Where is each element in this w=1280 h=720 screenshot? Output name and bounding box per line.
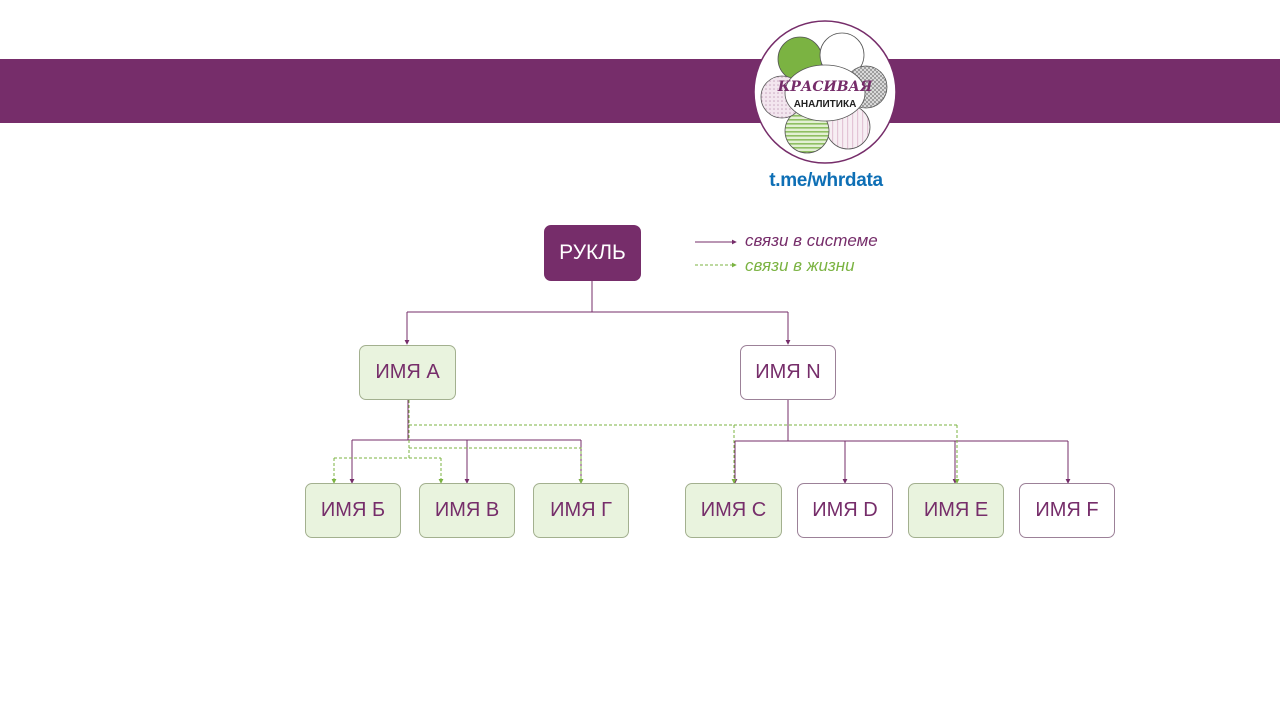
node-root[interactable]: РУКЛЬ: [544, 225, 641, 281]
node-e[interactable]: ИМЯ Е: [908, 483, 1004, 538]
node-f[interactable]: ИМЯ F: [1019, 483, 1115, 538]
node-v[interactable]: ИМЯ В: [419, 483, 515, 538]
node-b[interactable]: ИМЯ Б: [305, 483, 401, 538]
logo[interactable]: КРАСИВАЯ АНАЛИТИКА: [752, 19, 898, 165]
life-a-g: [409, 447, 584, 484]
node-d[interactable]: ИМЯ D: [797, 483, 893, 538]
header-band: [0, 59, 1280, 123]
legend-life-label: связи в жизни: [745, 256, 855, 275]
life-links: [331, 400, 960, 484]
channel-link[interactable]: t.me/whrdata: [769, 170, 883, 191]
node-c[interactable]: ИМЯ С: [685, 483, 782, 538]
legend-system-label: связи в системе: [745, 231, 878, 250]
flower-logo-icon: КРАСИВАЯ АНАЛИТИКА: [753, 20, 897, 164]
svg-text:АНАЛИТИКА: АНАЛИТИКА: [794, 99, 857, 110]
system-links: [349, 280, 1071, 484]
svg-text:КРАСИВАЯ: КРАСИВАЯ: [777, 79, 873, 95]
node-g[interactable]: ИМЯ Г: [533, 483, 629, 538]
node-a[interactable]: ИМЯ А: [359, 345, 456, 400]
node-n[interactable]: ИМЯ N: [740, 345, 836, 400]
